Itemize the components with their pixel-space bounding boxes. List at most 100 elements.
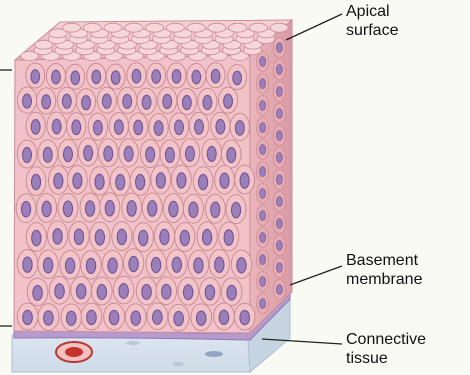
cell-nucleus bbox=[142, 285, 152, 300]
cell-nucleus bbox=[44, 311, 54, 325]
cell-nucleus bbox=[65, 258, 74, 273]
cell-nucleus bbox=[53, 229, 62, 245]
cell-nucleus bbox=[237, 258, 246, 273]
cell-nucleus bbox=[102, 94, 111, 108]
apical-cell bbox=[166, 23, 184, 32]
side-cell-nucleus bbox=[260, 79, 266, 89]
cell-nucleus bbox=[31, 174, 40, 189]
cell-nucleus bbox=[95, 230, 104, 246]
side-cell-nucleus bbox=[276, 87, 282, 97]
cell-nucleus bbox=[233, 71, 242, 85]
cell-nucleus bbox=[172, 257, 181, 272]
cell-nucleus bbox=[192, 70, 201, 84]
cell-nucleus bbox=[76, 284, 86, 299]
cell-nucleus bbox=[175, 120, 184, 135]
apical-cell bbox=[125, 23, 143, 32]
cell-nucleus bbox=[119, 284, 129, 299]
basement-leader-line bbox=[290, 266, 342, 285]
cell-nucleus bbox=[134, 120, 143, 135]
cell-nucleus bbox=[172, 70, 181, 84]
connective-label-line2: tissue bbox=[346, 349, 426, 368]
cell-nucleus bbox=[32, 230, 41, 246]
cell-nucleus bbox=[93, 120, 102, 135]
cell-nucleus bbox=[114, 120, 123, 135]
cell-nucleus bbox=[132, 69, 141, 83]
cell-nucleus bbox=[153, 310, 163, 324]
cell-nucleus bbox=[84, 146, 93, 161]
cell-nucleus bbox=[109, 310, 119, 324]
side-cell-nucleus bbox=[260, 299, 266, 309]
cell-nucleus bbox=[148, 201, 157, 217]
side-cell-nucleus bbox=[260, 277, 266, 287]
cell-nucleus bbox=[160, 229, 169, 245]
cell-nucleus bbox=[129, 256, 138, 271]
side-cell-nucleus bbox=[260, 255, 266, 265]
side-cell-nucleus bbox=[276, 43, 282, 53]
apical-cell bbox=[249, 23, 267, 32]
cell-nucleus bbox=[151, 257, 160, 272]
cell-nucleus bbox=[139, 230, 148, 246]
side-cell-nucleus bbox=[276, 285, 282, 295]
cell-nucleus bbox=[152, 70, 161, 84]
side-cell-nucleus bbox=[260, 145, 266, 155]
cell-nucleus bbox=[86, 258, 95, 273]
apical-cell bbox=[187, 23, 205, 32]
cell-nucleus bbox=[123, 94, 132, 108]
cell-nucleus bbox=[116, 174, 125, 189]
cell-nucleus bbox=[224, 230, 233, 246]
cell-nucleus bbox=[74, 229, 83, 245]
cell-nucleus bbox=[87, 310, 97, 324]
apical-cell bbox=[270, 23, 288, 32]
cell-nucleus bbox=[33, 285, 43, 300]
cell-nucleus bbox=[43, 147, 52, 162]
cell-nucleus bbox=[127, 201, 136, 217]
cell-nucleus bbox=[104, 146, 113, 161]
side-cell-nucleus bbox=[276, 153, 282, 163]
apical-cell bbox=[229, 23, 247, 32]
side-cell-nucleus bbox=[276, 197, 282, 207]
cell-nucleus bbox=[180, 230, 189, 246]
cell-nucleus bbox=[63, 147, 72, 162]
cell-nucleus bbox=[52, 119, 61, 134]
side-cell-nucleus bbox=[260, 101, 266, 111]
cell-nucleus bbox=[199, 174, 208, 189]
cell-nucleus bbox=[162, 284, 172, 299]
cell-nucleus bbox=[196, 311, 206, 325]
apical-surface-label: Apical surface bbox=[346, 2, 398, 40]
side-cell-nucleus bbox=[260, 189, 266, 199]
cell-nucleus bbox=[52, 70, 61, 84]
cell-nucleus bbox=[23, 310, 33, 324]
cell-nucleus bbox=[117, 229, 126, 245]
cell-nucleus bbox=[235, 121, 244, 136]
side-cell-nucleus bbox=[260, 123, 266, 133]
cell-nucleus bbox=[194, 258, 203, 273]
cell-nucleus bbox=[92, 70, 101, 84]
epithelium-side-face bbox=[250, 20, 292, 333]
cell-nucleus bbox=[203, 95, 212, 109]
cell-nucleus bbox=[71, 71, 80, 85]
side-cell-nucleus bbox=[260, 233, 266, 243]
cell-nucleus bbox=[240, 310, 250, 324]
apical-leader-line bbox=[286, 14, 342, 40]
connective-tissue-label: Connective tissue bbox=[346, 330, 426, 368]
side-cell-nucleus bbox=[276, 175, 282, 185]
cell-nucleus bbox=[142, 95, 151, 109]
cell-nucleus bbox=[224, 94, 233, 108]
cell-nucleus bbox=[154, 121, 163, 136]
cell-nucleus bbox=[72, 120, 81, 135]
cell-nucleus bbox=[136, 174, 145, 189]
apical-cell bbox=[83, 23, 101, 32]
cell-nucleus bbox=[23, 257, 32, 272]
side-cell-nucleus bbox=[260, 57, 266, 67]
cell-nucleus bbox=[227, 147, 236, 162]
cell-nucleus bbox=[55, 284, 65, 299]
cell-nucleus bbox=[111, 71, 120, 85]
cell-nucleus bbox=[124, 146, 133, 161]
side-cell-nucleus bbox=[276, 65, 282, 75]
cell-nucleus bbox=[95, 174, 104, 189]
cell-nucleus bbox=[177, 173, 186, 188]
cell-nucleus bbox=[220, 173, 229, 188]
cell-nucleus bbox=[205, 285, 215, 300]
apical-label-line2: surface bbox=[346, 21, 398, 40]
